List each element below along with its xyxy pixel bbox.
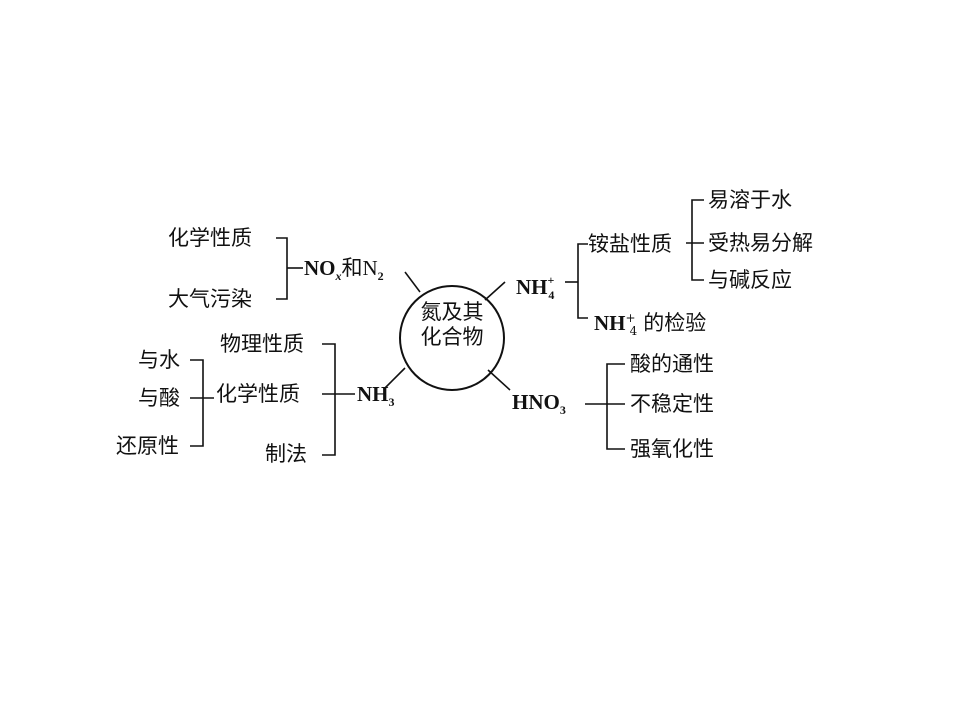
- hno3-item-oxidizing: 强氧化性: [630, 437, 714, 461]
- nox-item-chem: 化学性质: [168, 226, 252, 250]
- nh3-item-preparation: 制法: [265, 442, 307, 466]
- salt-bracket: [691, 199, 704, 281]
- hno3-item-unstable: 不稳定性: [630, 392, 714, 416]
- nh4-item-salt-properties: 铵盐性质: [588, 232, 672, 256]
- nox-label: NOx和N2: [304, 256, 384, 284]
- salt-item-alkali: 与碱反应: [708, 268, 792, 292]
- center-line-1: 氮及其: [420, 300, 484, 324]
- nox-spoke: [404, 271, 421, 293]
- salt-item-decompose: 受热易分解: [708, 231, 813, 255]
- nh3-item-chemical: 化学性质: [216, 382, 300, 406]
- hno3-item-acid: 酸的通性: [630, 352, 714, 376]
- nh4-spoke: [484, 281, 506, 301]
- hno3-bracket: [606, 363, 625, 450]
- nh3-chem-item-acid: 与酸: [138, 386, 180, 410]
- center-circle: [399, 285, 505, 391]
- nh4-label: NH+4: [516, 273, 555, 303]
- nh4-bracket: [577, 243, 588, 319]
- hno3-label: HNO3: [512, 390, 566, 418]
- nh3-bracket: [322, 343, 336, 456]
- nh3-chem-item-reducing: 还原性: [116, 434, 179, 458]
- nox-bracket: [276, 237, 288, 300]
- nox-item-pollution: 大气污染: [168, 287, 252, 311]
- nh3-item-physical: 物理性质: [220, 332, 304, 356]
- center-line-2: 化合物: [420, 325, 484, 349]
- nh3-label: NH3: [357, 382, 395, 410]
- nh3-chem-bracket: [190, 359, 204, 447]
- salt-item-soluble: 易溶于水: [708, 188, 792, 212]
- nh3-spoke: [384, 367, 406, 389]
- hno3-spoke: [487, 369, 511, 391]
- center-node: 氮及其 化合物: [402, 300, 502, 350]
- nh3-chem-item-water: 与水: [138, 348, 180, 372]
